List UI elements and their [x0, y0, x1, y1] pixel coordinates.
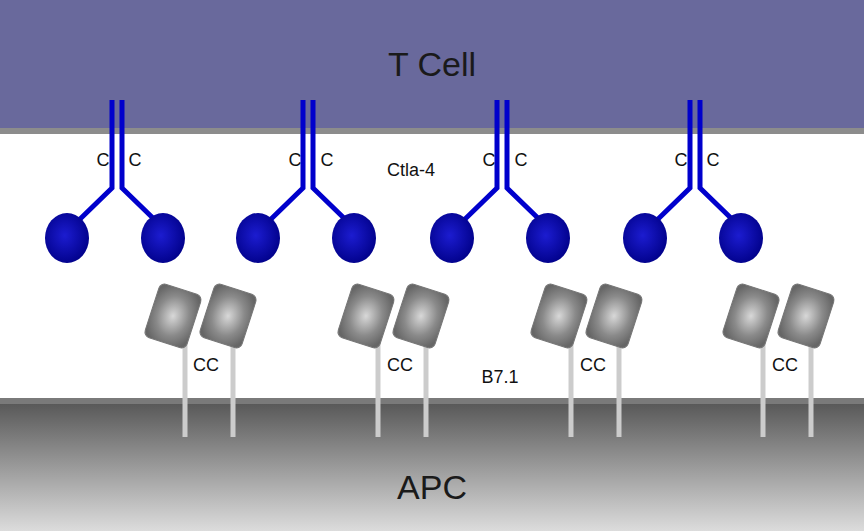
ctla4-chain — [700, 100, 735, 222]
b7-stem — [231, 340, 236, 437]
part-label: CC — [772, 356, 798, 374]
b7-domain — [721, 283, 780, 350]
ctla4-domain — [332, 213, 376, 263]
part-label: C — [483, 151, 496, 169]
b7-domain — [143, 283, 202, 350]
ctla4-domain — [430, 213, 474, 263]
membrane-edge — [0, 398, 864, 404]
b7-stem — [809, 340, 814, 437]
b7-domain — [776, 283, 835, 350]
ctla4-chain — [268, 100, 303, 222]
part-label: C — [321, 151, 334, 169]
ctla4-domain — [623, 213, 667, 263]
b7-domain — [198, 283, 257, 350]
b7-stem — [761, 340, 766, 437]
ctla4-domain — [45, 213, 89, 263]
apc-band: APC — [0, 404, 864, 531]
part-label: Ctla-4 — [387, 161, 435, 179]
part-label: C — [675, 151, 688, 169]
b7-stem — [376, 340, 381, 437]
b7-domain — [336, 283, 395, 350]
b7-stem — [183, 340, 188, 437]
b7-domain — [529, 283, 588, 350]
ctla4-chain — [122, 100, 157, 222]
part-label: C — [97, 151, 110, 169]
cell-name: T Cell — [388, 45, 476, 84]
part-label: C — [707, 151, 720, 169]
ctla4-chain — [313, 100, 348, 222]
b7-stem — [424, 340, 429, 437]
part-label: CC — [193, 356, 219, 374]
b7-domain — [391, 283, 450, 350]
part-label: B7.1 — [481, 368, 518, 386]
part-label: C — [289, 151, 302, 169]
part-label: C — [129, 151, 142, 169]
ctla4-chain — [462, 100, 497, 222]
cell-name: APC — [397, 468, 467, 507]
part-label: CC — [387, 356, 413, 374]
membrane-edge — [0, 128, 864, 134]
ctla4-chain — [655, 100, 690, 222]
part-label: CC — [580, 356, 606, 374]
ctla4-domain — [526, 213, 570, 263]
b7-stem — [569, 340, 574, 437]
ctla4-domain — [719, 213, 763, 263]
t-cell-band: T Cell — [0, 0, 864, 128]
t-cell-membrane — [0, 0, 864, 130]
b7-domain — [584, 283, 643, 350]
ctla4-chain — [77, 100, 112, 222]
part-label: C — [515, 151, 528, 169]
ctla4-domain — [141, 213, 185, 263]
ctla4-domain — [236, 213, 280, 263]
ctla4-chain — [507, 100, 542, 222]
b7-stem — [617, 340, 622, 437]
apc-membrane — [0, 400, 864, 531]
